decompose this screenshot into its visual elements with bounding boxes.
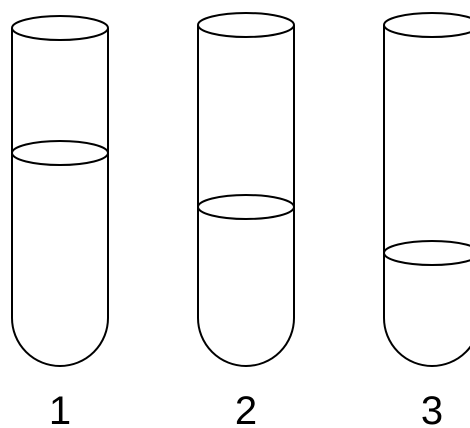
tube-3-label: 3: [421, 389, 443, 428]
tube-1-liquid-surface: [11, 140, 109, 166]
tube-3-liquid-surface: [383, 240, 470, 266]
tube-1: 1: [11, 15, 109, 428]
tube-2-label: 2: [235, 389, 257, 428]
tube-1-body: [11, 28, 109, 367]
tube-2: 2: [197, 12, 295, 428]
tube-3-rim: [383, 12, 470, 38]
tube-2-liquid-surface: [197, 194, 295, 220]
tube-1-rim: [11, 15, 109, 41]
tube-3: 3: [383, 12, 470, 428]
tube-2-rim: [197, 12, 295, 38]
tube-2-body: [197, 25, 295, 367]
tube-1-label: 1: [49, 389, 71, 428]
tube-3-body: [383, 25, 470, 367]
